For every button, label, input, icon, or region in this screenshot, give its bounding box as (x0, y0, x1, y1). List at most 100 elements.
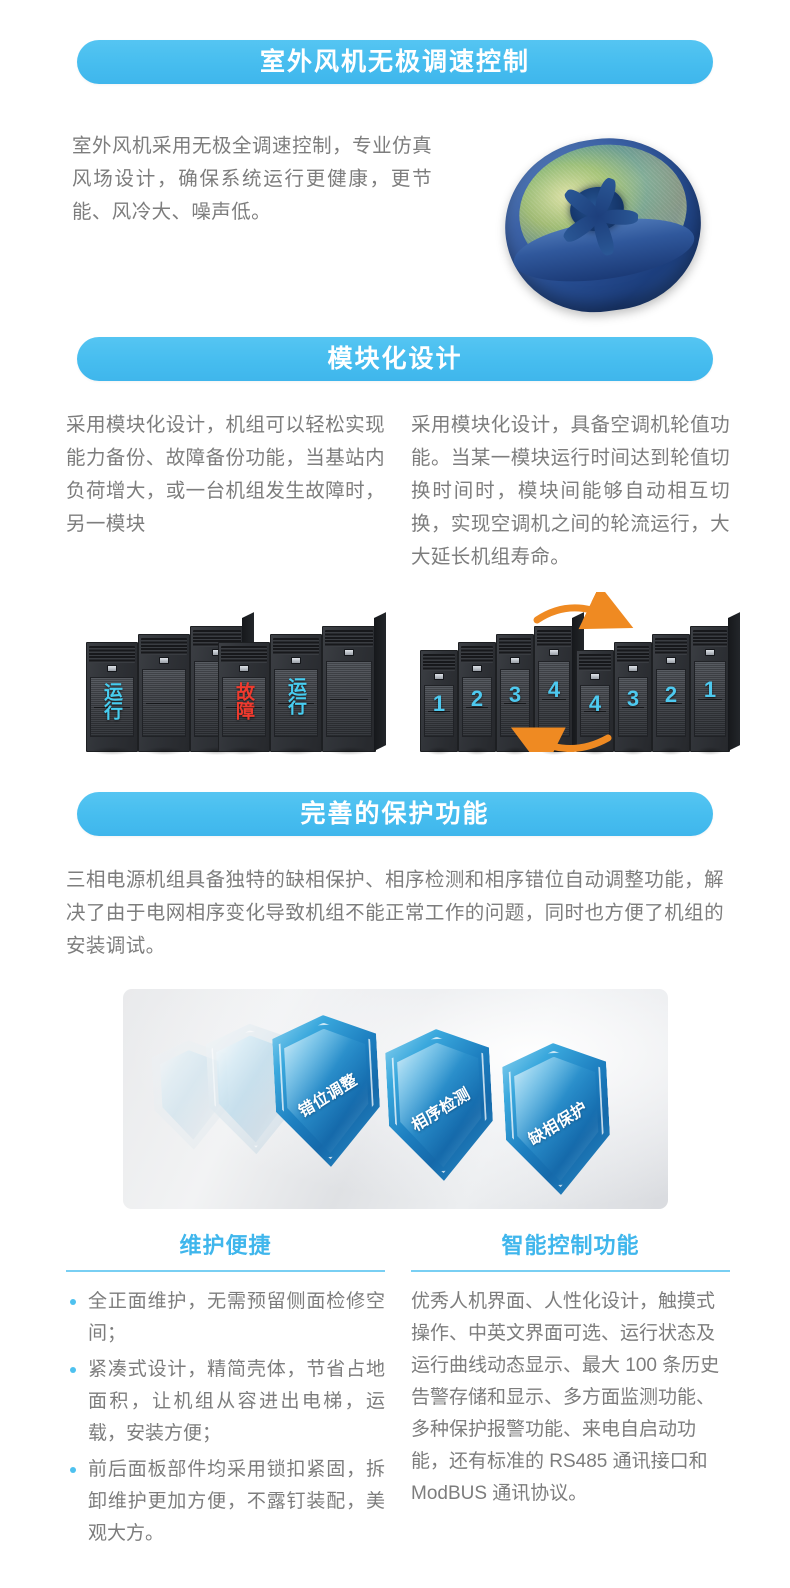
cabinet-display-icon (159, 657, 169, 664)
cabinet-vent-grille (579, 654, 611, 671)
cabinet-vent-grille (693, 630, 727, 647)
cabinet (322, 612, 386, 755)
cabinet-vent-grille (655, 638, 687, 655)
cabinet-display-icon (549, 649, 559, 656)
smart-control-column: 智能控制功能 优秀人机界面、人性化设计，触摸式操作、中英文界面可选、运行状态及运… (411, 1228, 730, 1554)
list-item-text: 前后面板部件均采用锁扣紧固，拆卸维护更加方便，不露钉装配，美观大方。 (88, 1459, 385, 1544)
cabinet-front-panel (580, 685, 610, 737)
section-outdoor-fan-speed-control: 室外风机无极调速控制 室外风机采用无极全调速控制，专业仿真风场设计，确保系统运行… (0, 40, 790, 337)
cabinet (138, 634, 190, 755)
cabinet-shadow (697, 747, 723, 755)
cabinet: 2 (458, 642, 496, 755)
cabinet-shadow (659, 747, 683, 755)
cabinet-display-icon (590, 673, 600, 680)
cabinet-display-icon (291, 657, 301, 664)
smart-control-heading: 智能控制功能 (501, 1233, 640, 1258)
cabinet-shadow (465, 747, 489, 755)
cabinet-number-label: 2 (470, 686, 484, 712)
cabinet-display-icon (472, 665, 482, 672)
cabinet-number-label: 4 (588, 691, 602, 716)
maintenance-heading-rule (66, 1270, 385, 1272)
cabinet: 1 (690, 612, 740, 755)
cabinet-shadow (277, 747, 315, 755)
rotation-group-a: 1 2 3 4 (420, 612, 584, 755)
cabinet-shadow (329, 747, 369, 755)
bullet-dot-icon (70, 1467, 76, 1473)
cabinet-number-label: 4 (547, 677, 561, 703)
cabinet-vent-grille (273, 638, 319, 655)
rotation-group-b: 4 3 2 1 (576, 612, 740, 755)
cabinet: 4 (576, 650, 614, 755)
cabinet-front-panel (656, 669, 686, 737)
bullet-dot-icon (70, 1367, 76, 1373)
cabinet-number-label: 2 (664, 681, 678, 707)
cabinet-front-panel (142, 669, 186, 737)
section-maintenance-and-control: 维护便捷 全正面维护，无需预留侧面检修空间； 紧凑式设计，精简壳体，节省占地面积… (0, 1228, 790, 1554)
cabinet-side-face (728, 612, 740, 751)
cabinet-display-icon (239, 665, 249, 672)
section2-banner: 模块化设计 (77, 337, 713, 381)
bullet-dot-icon (70, 1299, 76, 1305)
section1-banner: 室外风机无极调速控制 (77, 40, 713, 84)
cabinet-display-icon (510, 657, 520, 664)
list-item: 全正面维护，无需预留侧面检修空间； (66, 1286, 385, 1350)
protection-shields-image: 错位调整 相序检测 缺相保护 (122, 989, 668, 1209)
cabinet-vent-grille (89, 646, 135, 663)
cabinet-front-panel (222, 677, 266, 737)
cabinet-vent-grille (221, 646, 267, 663)
section1-body: 室外风机采用无极全调速控制，专业仿真风场设计，确保系统运行更健康，更节能、风冷大… (0, 122, 790, 337)
list-item: 紧凑式设计，精简壳体，节省占地面积，让机组从容进出电梯，运载，安装方便； (66, 1354, 385, 1450)
cabinet-display-icon (434, 673, 444, 680)
cabinet-display-icon (628, 665, 638, 672)
cabinet-vent-grille (537, 630, 571, 647)
section3-banner-title: 完善的保护功能 (300, 799, 490, 828)
cabinet-vent-grille (325, 630, 373, 647)
shield-phase-loss-protection: 缺相保护 (501, 1040, 613, 1197)
cabinet-shadow (145, 747, 183, 755)
list-item-text: 全正面维护，无需预留侧面检修空间； (88, 1291, 385, 1344)
cabinet-front-panel (694, 661, 726, 737)
smart-control-paragraph: 优秀人机界面、人性化设计，触摸式操作、中英文界面可选、运行状态及运行曲线动态显示… (411, 1291, 720, 1504)
section2-right-paragraph: 采用模块化设计，具备空调机轮值功能。当某一模块运行时间达到轮值切换时间时，模块间… (411, 414, 730, 568)
cabinet-vent-grille (423, 654, 455, 671)
cabinet-status-label: 故障 (233, 681, 254, 720)
section2-left-paragraph: 采用模块化设计，机组可以轻松实现能力备份、故障备份功能，当基站内负荷增大，或一台… (66, 414, 385, 535)
cabinet-shadow (225, 747, 263, 755)
fan-cfd-simulation-image (487, 117, 722, 327)
cabinet-shadow (541, 747, 567, 755)
cabinet-shadow (427, 747, 451, 755)
cabinet-shadow (197, 747, 237, 755)
list-item: 前后面板部件均采用锁扣紧固，拆卸维护更加方便，不露钉装配，美观大方。 (66, 1454, 385, 1550)
cabinet: 1 (420, 650, 458, 755)
section1-banner-title: 室外风机无极调速控制 (259, 47, 530, 76)
cabinet: 运行 (270, 634, 322, 755)
cabinet-status-label: 运行 (285, 676, 306, 715)
cabinet-front-panel (326, 661, 372, 737)
cabinet-shadow (503, 747, 527, 755)
cabinet-display-icon (107, 665, 117, 672)
section-modular-design: 模块化设计 采用模块化设计，机组可以轻松实现能力备份、故障备份功能，当基站内负荷… (0, 337, 790, 755)
shield-misalignment-adjust: 错位调整 (271, 1012, 383, 1169)
cabinet-shadow (621, 747, 645, 755)
cabinet-front-panel (462, 677, 492, 737)
cabinet-side-face (374, 612, 386, 751)
section3-paragraph: 三相电源机组具备独特的缺相保护、相序检测和相序错位自动调整功能，解决了由于电网相… (66, 869, 724, 957)
cabinet: 故障 (218, 642, 270, 755)
maintenance-heading: 维护便捷 (179, 1233, 272, 1258)
maintenance-bullet-list: 全正面维护，无需预留侧面检修空间； 紧凑式设计，精简壳体，节省占地面积，让机组从… (66, 1286, 385, 1550)
shield-phase-sequence-detect: 相序检测 (384, 1026, 496, 1183)
cabinet: 2 (652, 634, 690, 755)
cabinet-vent-grille (617, 646, 649, 663)
section2-illustrations: 运行 (0, 592, 790, 755)
smart-control-heading-rule (411, 1270, 730, 1272)
section-protection-functions: 完善的保护功能 三相电源机组具备独特的缺相保护、相序检测和相序错位自动调整功能，… (0, 792, 790, 1209)
cabinet-front-panel (424, 685, 454, 737)
section2-banner-title: 模块化设计 (327, 344, 463, 373)
cabinet-number-label: 1 (432, 691, 446, 716)
cabinet-vent-grille (141, 638, 187, 655)
section1-paragraph: 室外风机采用无极全调速控制，专业仿真风场设计，确保系统运行更健康，更节能、风冷大… (72, 135, 432, 223)
cabinet-front-panel (274, 669, 318, 737)
cabinet-number-label: 3 (508, 681, 522, 707)
section3-banner: 完善的保护功能 (77, 792, 713, 836)
